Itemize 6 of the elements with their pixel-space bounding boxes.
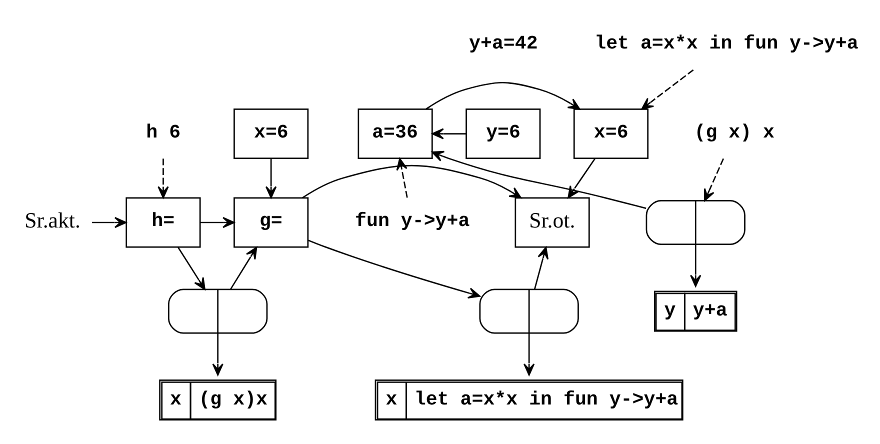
node-label: y+a=42 xyxy=(469,32,538,54)
node-text: let a=x*x in fun y->y+a xyxy=(594,32,858,54)
node-text: (g x) x xyxy=(694,120,775,143)
node-text: fun y->y+a xyxy=(355,210,470,232)
node-text: Sr.akt. xyxy=(24,208,80,232)
node-text: h 6 xyxy=(146,120,181,143)
